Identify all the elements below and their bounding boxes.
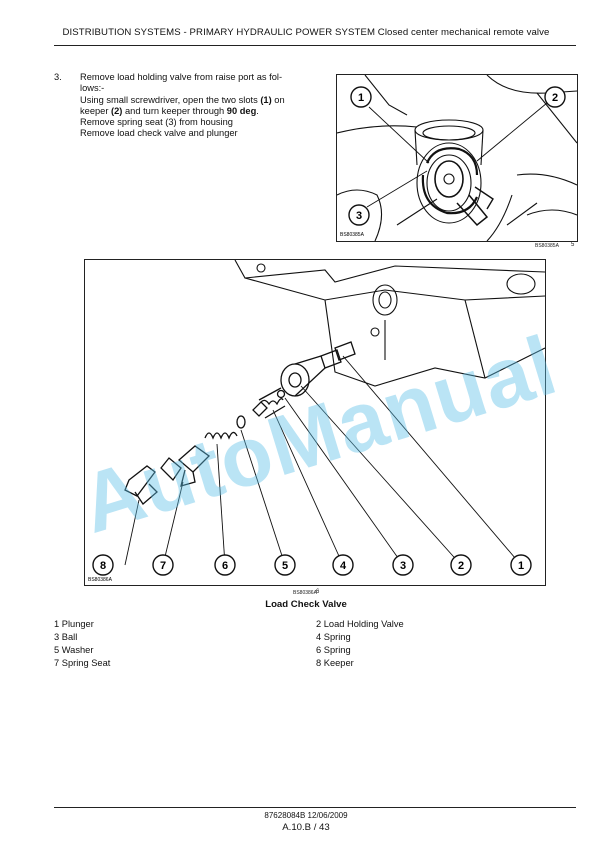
- step-line-4: keeper (2) and turn keeper through 90 de…: [80, 105, 259, 116]
- legend-item: 2 Load Holding Valve: [316, 619, 404, 629]
- callout-8: 8: [100, 560, 106, 572]
- callout-circle-3: [348, 204, 370, 226]
- leader-lines: [124, 355, 522, 566]
- callout-group-small: 1 2 3: [348, 86, 566, 226]
- figure-load-check-valve: 8 7 6 5 4 3 2 1 BS80386A: [84, 259, 546, 586]
- callout-circle-8: [92, 554, 114, 576]
- callout-circle-2: [450, 554, 472, 576]
- step-line-1: Remove load holding valve from raise por…: [80, 72, 283, 82]
- page-header: DISTRIBUTION SYSTEMS - PRIMARY HYDRAULIC…: [62, 27, 550, 38]
- callout-2-large: 2: [458, 560, 464, 572]
- callout-7: 7: [160, 560, 166, 572]
- callout-5: 5: [282, 560, 288, 572]
- callout-2: 2: [552, 92, 558, 104]
- callout-circle-3: [392, 554, 414, 576]
- legend-item: 3 Ball: [54, 632, 78, 642]
- figure-5-code: BS80385A: [535, 243, 559, 249]
- step-line-6: Remove load check valve and plunger: [80, 128, 238, 139]
- figure-6-code-inside: BS80386A: [88, 577, 113, 583]
- callout-1-large: 1: [518, 560, 524, 572]
- callout-6: 6: [222, 560, 228, 572]
- footer-rule: [54, 807, 576, 808]
- step-text: Remove load holding valve from raise por…: [80, 72, 326, 140]
- keeper-illustration: 1 2 3 BS80385A: [336, 74, 578, 242]
- step-number: 3.: [54, 72, 62, 82]
- callout-circle-5: [274, 554, 296, 576]
- callout-circle-1: [510, 554, 532, 576]
- step-line-5: Remove spring seat (3) from housing: [80, 117, 233, 128]
- figure-code-inside: BS80385A: [340, 232, 365, 238]
- callout-circle-1: [350, 86, 372, 108]
- legend-item: 7 Spring Seat: [54, 658, 111, 668]
- figure-keeper-photo: 1 2 3 BS80385A: [336, 74, 578, 242]
- step-line-3: Using small screwdriver, open the two sl…: [80, 94, 285, 105]
- legend-left: 1 Plunger 3 Ball 5 Washer 7 Spring Seat: [54, 618, 110, 670]
- exploded-view-illustration: 8 7 6 5 4 3 2 1 BS80386A: [88, 259, 546, 583]
- callout-circle-2: [544, 86, 566, 108]
- legend-item: 6 Spring: [316, 645, 351, 655]
- callout-3: 3: [356, 210, 362, 222]
- legend-item: 4 Spring: [316, 632, 351, 642]
- legend-right: 2 Load Holding Valve 4 Spring 6 Spring 8…: [316, 618, 404, 670]
- legend-item: 5 Washer: [54, 645, 94, 655]
- callout-group-large: 8 7 6 5 4 3 2 1: [92, 554, 532, 576]
- footer-doc: 87628084B 12/06/2009: [264, 811, 348, 820]
- footer-page: A.10.B / 43: [282, 822, 330, 833]
- figure-5-number: 5: [571, 242, 575, 248]
- callout-circle-6: [214, 554, 236, 576]
- callout-circle-4: [332, 554, 354, 576]
- step-line-2: lows:-: [80, 83, 105, 94]
- legend-item: 1 Plunger: [54, 619, 94, 629]
- callout-3-large: 3: [400, 560, 406, 572]
- figure-6-code: BS80386A: [293, 590, 317, 596]
- callout-1: 1: [358, 92, 364, 104]
- legend-item: 8 Keeper: [316, 658, 354, 668]
- callout-4: 4: [340, 560, 347, 572]
- part-drawings: [124, 341, 356, 505]
- callout-circle-7: [152, 554, 174, 576]
- header-rule: [54, 45, 576, 46]
- figure-6-number: 6: [316, 589, 320, 595]
- figure-6-title: Load Check Valve: [265, 599, 347, 610]
